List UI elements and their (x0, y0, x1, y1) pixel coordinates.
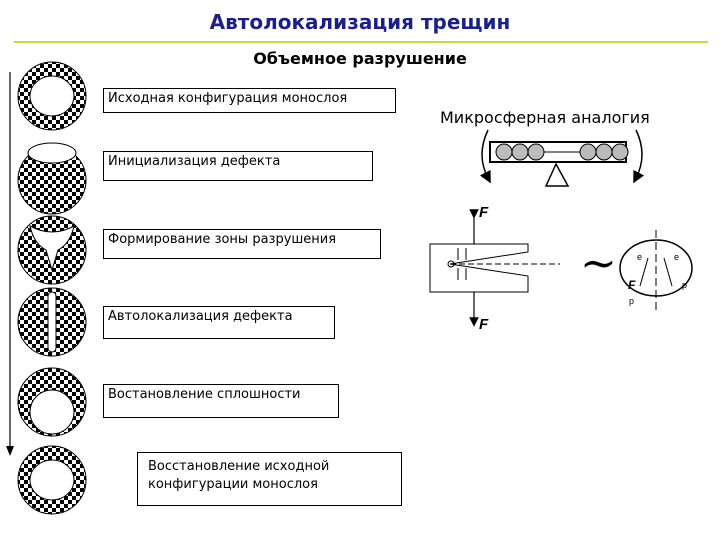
ring-sub-p-bottom: p (629, 296, 635, 306)
crack-force-bottom-label: F (479, 316, 489, 333)
stage-6-monolayer (17, 445, 87, 515)
stage-4-monolayer (17, 287, 87, 357)
stage-label-autolocalization: Автолокализация дефекта (103, 306, 335, 339)
crack-diagram (429, 209, 560, 327)
stage-3-monolayer (17, 215, 87, 285)
stage-1-monolayer (17, 61, 87, 131)
stage-label-restoration: Востановление сплошности (103, 384, 339, 418)
microsphere-balance (479, 129, 645, 187)
ring-sub-e-left: e (637, 252, 643, 262)
stage-label-zone-formation: Формирование зоны разрушения (103, 229, 381, 259)
equivalence-tilde: ~ (580, 238, 617, 289)
page-title: Автолокализация трещин (209, 10, 511, 34)
ring-force-label: F (628, 278, 636, 292)
ring-sub-p-right: p (682, 280, 688, 290)
microsphere-analogy-label: Микросферная аналогия (440, 108, 650, 127)
stage-label-initiation: Инициализация дефекта (103, 151, 373, 181)
title-underline (14, 41, 708, 43)
crack-force-top-label: F (479, 204, 489, 221)
stage-2-monolayer (17, 142, 87, 215)
ring-sub-e-right: e (674, 252, 680, 262)
timeline-arrowhead (6, 446, 14, 456)
stage-label-original-restoration: Восстановление исходной конфигурации мон… (137, 452, 402, 506)
ring-diagram (619, 230, 693, 312)
page-subtitle: Объемное разрушение (253, 49, 467, 68)
stage-5-monolayer (17, 367, 87, 437)
stage-label-initial: Исходная конфигурация монослоя (103, 88, 396, 113)
